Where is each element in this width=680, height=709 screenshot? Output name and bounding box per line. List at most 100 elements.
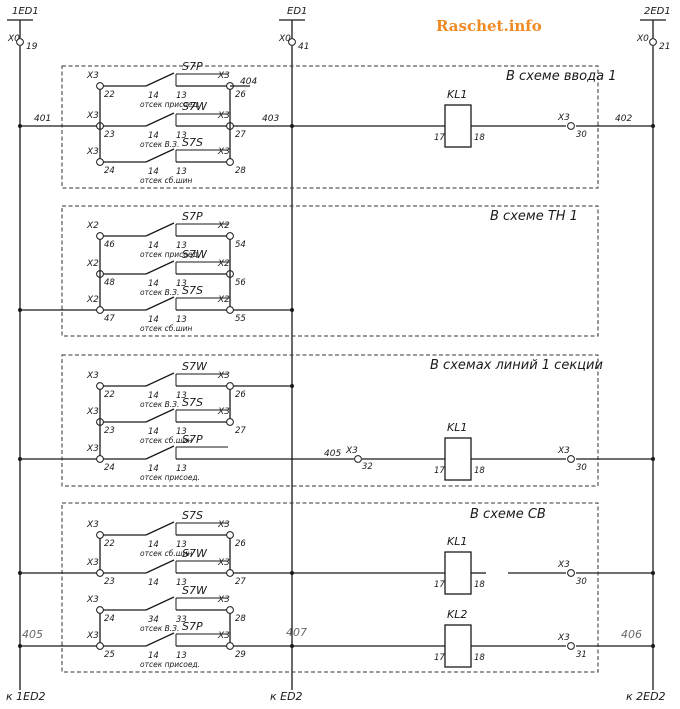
contact-pin-number: 14 <box>148 651 159 661</box>
contact-blade <box>145 559 175 574</box>
contact-right-terminal <box>226 531 234 539</box>
contact-left-terminal-label: X2 <box>86 221 99 231</box>
contact-pin-number: 13 <box>176 167 187 177</box>
contact-blade <box>145 596 175 611</box>
junction-dot <box>18 571 22 575</box>
switch-name-s7s: S7S <box>182 136 203 149</box>
coil-pin-number: 17 <box>434 466 445 476</box>
bus-middle-name: ED1 <box>287 6 307 17</box>
contact-left-terminal <box>96 455 104 463</box>
bus-left-name: 1ED1 <box>12 6 39 17</box>
contact-left-terminal <box>96 531 104 539</box>
contact-right-terminal-num: 29 <box>235 650 246 660</box>
contact-pin-number: 14 <box>148 131 159 141</box>
compartment-label: отсек сб.шин <box>140 176 192 185</box>
contact-right-terminal-num: 28 <box>235 614 246 624</box>
coil-kl2-label: KL2 <box>447 608 467 621</box>
contact-blade <box>145 296 175 311</box>
contact-left-terminal <box>96 606 104 614</box>
contact-pin-number: 13 <box>176 540 187 550</box>
block-title: В схеме СВ <box>470 507 546 522</box>
contact-right-terminal-label: X3 <box>217 147 230 157</box>
coil-output-terminal-label: X3 <box>557 113 570 123</box>
contact-pin-number: 13 <box>176 241 187 251</box>
contact-left-terminal-label: X3 <box>86 71 99 81</box>
contact-right-terminal <box>226 569 234 577</box>
coil-pin-number: 17 <box>434 653 445 663</box>
contact-right-terminal-num: 28 <box>235 166 246 176</box>
coil-output-terminal <box>567 122 575 130</box>
bus-right-bottom-label: к 2ED2 <box>626 690 666 703</box>
contact-blade <box>145 260 175 275</box>
compartment-label: отсек присоед. <box>140 250 200 259</box>
contact-blade <box>145 148 175 163</box>
contact-left-terminal-num: 47 <box>104 314 115 324</box>
coil-pin-number: 18 <box>474 466 485 476</box>
contact-pin-number: 14 <box>148 167 159 177</box>
contact-pin-number: 14 <box>148 427 159 437</box>
switch-name-s7p: S7P <box>182 433 203 446</box>
contact-left-terminal <box>96 82 104 90</box>
contact-left-terminal-num: 48 <box>104 278 115 288</box>
contact-right-terminal-num: 54 <box>235 240 246 250</box>
junction-dot <box>651 571 655 575</box>
contact-left-terminal-label: X3 <box>86 444 99 454</box>
coil-output-terminal-num: 30 <box>576 463 587 473</box>
contact-pin-number: 13 <box>176 91 187 101</box>
contact-left-terminal-label: X2 <box>86 259 99 269</box>
contact-right-terminal-num: 27 <box>235 426 246 436</box>
contact-right-terminal-num: 55 <box>235 314 246 324</box>
contact-pin-number: 13 <box>176 391 187 401</box>
coil-kl1-label: KL1 <box>447 88 467 101</box>
switch-name-s7p: S7P <box>182 210 203 223</box>
bus-middle-terminal-num: 41 <box>298 42 309 52</box>
contact-left-terminal-num: 24 <box>104 166 115 176</box>
switch-name-s7w: S7W <box>182 248 208 261</box>
compartment-label: отсек присоед. <box>140 660 200 669</box>
contact-left-terminal-label: X3 <box>86 111 99 121</box>
switch-name-s7s: S7S <box>182 284 203 297</box>
contact-right-terminal <box>226 382 234 390</box>
switch-name-s7p: S7P <box>182 60 203 73</box>
contact-left-terminal <box>96 306 104 314</box>
bus-middle-terminal: X0 <box>278 34 291 44</box>
compartment-label: отсек В.З. <box>140 624 179 633</box>
wire-label-406: 406 <box>621 628 642 641</box>
contact-right-terminal-num: 27 <box>235 130 246 140</box>
wire-label-402: 402 <box>615 114 632 124</box>
block-title: В схеме ТН 1 <box>490 209 578 224</box>
contact-blade <box>145 72 175 87</box>
contact-right-terminal-label: X3 <box>217 595 230 605</box>
junction-dot <box>290 308 294 312</box>
contact-pin-number: 14 <box>148 540 159 550</box>
contact-left-terminal-label: X3 <box>86 558 99 568</box>
wire-label-407: 407 <box>286 626 307 639</box>
junction-dot <box>651 457 655 461</box>
block-title: В схемах линий 1 секции <box>430 358 603 373</box>
contact-left-terminal-label: X3 <box>86 520 99 530</box>
wire-label-404: 404 <box>240 77 257 87</box>
switch-name-s7s: S7S <box>182 509 203 522</box>
contact-pin-number: 13 <box>176 427 187 437</box>
contact-right-terminal-num: 26 <box>235 390 246 400</box>
bus-right-name: 2ED1 <box>644 6 671 17</box>
coil-kl2 <box>444 624 472 668</box>
contact-pin-number: 14 <box>148 91 159 101</box>
contact-right-terminal <box>226 306 234 314</box>
junction-dot <box>18 124 22 128</box>
contact-left-terminal-label: X3 <box>86 147 99 157</box>
bus-right-terminal: X0 <box>636 34 649 44</box>
compartment-label: отсек присоед. <box>140 473 200 482</box>
contact-pin-number: 33 <box>176 615 187 625</box>
switch-name-s7p: S7P <box>182 620 203 633</box>
block-frame-1 <box>61 65 599 189</box>
bus-middle-terminal <box>288 38 296 46</box>
coil-output-terminal-num: 30 <box>576 130 587 140</box>
terminal-x3-num: 32 <box>362 462 373 472</box>
switch-name-s7w: S7W <box>182 584 208 597</box>
coil-pin-number: 18 <box>474 580 485 590</box>
coil-output-terminal-num: 30 <box>576 577 587 587</box>
terminal-x3-label: X3 <box>345 446 358 456</box>
contact-right-terminal-num: 56 <box>235 278 246 288</box>
switch-name-s7w: S7W <box>182 547 208 560</box>
